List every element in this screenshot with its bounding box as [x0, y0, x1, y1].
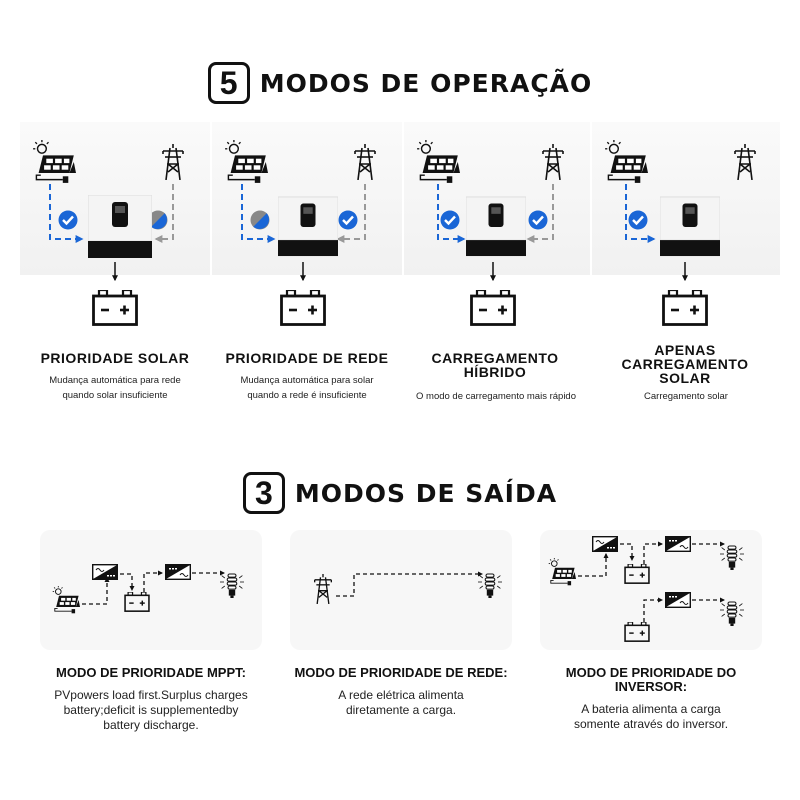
- power-tower-icon: [354, 144, 376, 180]
- output-label: MODO DE PRIORIDADE MPPT:: [56, 665, 246, 680]
- section-title: MODOS DE OPERAÇÃO: [259, 68, 593, 98]
- output-desc: A bateria alimenta a carga somente atrav…: [573, 702, 729, 731]
- output-desc: PVpowers load first.Surplus charges batt…: [54, 688, 248, 732]
- inverter-icon: [466, 196, 526, 257]
- check-icon: [338, 210, 358, 230]
- mode-label: PRIORIDADE DE REDE: [225, 350, 389, 366]
- mode-desc: O modo de carregamento mais rápido: [416, 391, 576, 402]
- power-tower-icon: [162, 144, 184, 180]
- solar-panel-icon: [416, 140, 460, 184]
- battery-icon: [662, 290, 708, 326]
- solar-only-diagram: [604, 140, 756, 326]
- bulb-icon: [720, 545, 744, 571]
- output-label: MODO DE PRIORIDADE DE REDE:: [294, 665, 508, 680]
- battery-icon: [470, 290, 516, 326]
- mppt-diagram: [52, 564, 244, 614]
- operation-modes-title: 5 MODOS DE OPERAÇÃO: [0, 62, 800, 104]
- partial-icon: [250, 210, 270, 230]
- mode-label: CARREGAMENTO HÍBRIDO: [431, 350, 559, 380]
- mode-label: PRIORIDADE SOLAR: [40, 350, 190, 366]
- check-icon: [528, 210, 548, 230]
- inverter-icon: [665, 592, 691, 608]
- bulb-icon: [720, 601, 744, 627]
- power-tower-icon: [734, 144, 756, 180]
- output-desc: A rede elétrica alimenta diretamente a c…: [338, 688, 464, 717]
- solar-flow-line: [49, 184, 84, 243]
- solar-panel-icon: [548, 558, 576, 586]
- output-card-grid: [290, 530, 512, 650]
- inverter-icon: [278, 196, 338, 257]
- battery-icon: [624, 564, 650, 584]
- solar-panel-icon: [32, 140, 76, 184]
- power-tower-icon: [542, 144, 564, 180]
- battery-icon: [124, 592, 150, 612]
- solar-priority-diagram: [32, 140, 184, 326]
- section-title: MODOS DE SAÍDA: [294, 478, 558, 508]
- inverter-icon: [165, 564, 191, 580]
- converter-icon: [92, 564, 118, 580]
- check-icon: [440, 210, 460, 230]
- battery-icon: [624, 622, 650, 642]
- mode-label: APENAS CARREGAMENTO SOLAR: [621, 342, 749, 386]
- output-card-mppt: [40, 530, 262, 650]
- check-icon: [58, 210, 78, 230]
- bulb-icon: [220, 573, 244, 599]
- mode-desc: Carregamento solar: [644, 391, 728, 402]
- solar-panel-icon: [52, 586, 80, 614]
- grid-flow-line: [154, 184, 174, 243]
- inverter-icon: [660, 196, 720, 257]
- output-label: MODO DE PRIORIDADE DO INVERSOR:: [565, 665, 737, 694]
- battery-icon: [92, 290, 138, 326]
- output-modes-title: 3 MODOS DE SAÍDA: [0, 472, 800, 514]
- grid-diagram: [313, 571, 502, 604]
- grid-priority-diagram: [224, 140, 376, 326]
- count-badge: 5: [207, 62, 250, 104]
- battery-icon: [280, 290, 326, 326]
- count-badge: 3: [242, 472, 285, 514]
- bulb-icon: [478, 573, 502, 599]
- solar-panel-icon: [604, 140, 648, 184]
- check-icon: [628, 210, 648, 230]
- output-card-inverter: [540, 530, 762, 650]
- hybrid-diagram: [416, 140, 564, 326]
- inverter-icon: [665, 536, 691, 552]
- inverter-priority-diagram: [548, 536, 744, 642]
- power-tower-icon: [313, 574, 333, 604]
- solar-panel-icon: [224, 140, 268, 184]
- inverter-icon: [88, 195, 152, 258]
- converter-icon: [592, 536, 618, 552]
